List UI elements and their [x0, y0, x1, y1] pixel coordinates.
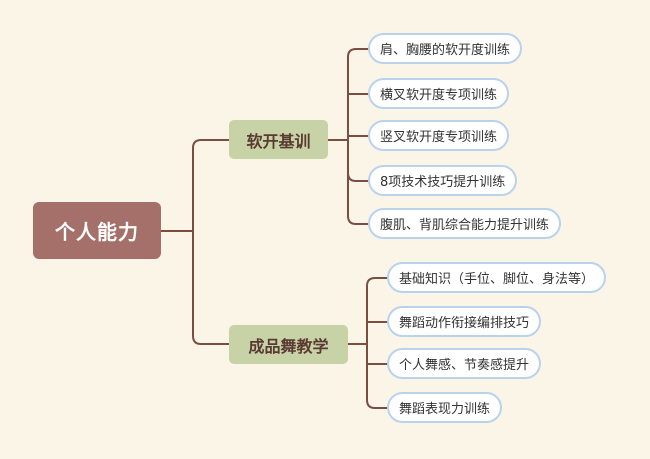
- leaf-node-expressiveness: 舞蹈表现力训练: [387, 392, 503, 423]
- branch-node-soft-training: 软开基训: [229, 120, 328, 159]
- root-node: 个人能力: [33, 202, 161, 259]
- branch-2-connector: [347, 277, 388, 409]
- root-to-branch-connector: [160, 139, 230, 345]
- leaf-node-rhythm-feel: 个人舞感、节奏感提升: [387, 348, 542, 379]
- leaf-node-front-split: 竖叉软开度专项训练: [368, 120, 510, 151]
- leaf-node-core-strength: 腹肌、背肌综合能力提升训练: [368, 208, 562, 239]
- branch-1-connector: [327, 48, 369, 225]
- leaf-node-side-split: 横叉软开度专项训练: [368, 78, 510, 109]
- leaf-node-eight-skills: 8项技术技巧提升训练: [368, 165, 518, 196]
- leaf-node-shoulder-chest-waist: 肩、胸腰的软开度训练: [368, 33, 523, 64]
- leaf-node-choreography-transitions: 舞蹈动作衔接编排技巧: [387, 306, 542, 337]
- leaf-node-basic-knowledge: 基础知识（手位、脚位、身法等）: [387, 262, 607, 293]
- branch-node-dance-teaching: 成品舞教学: [229, 325, 348, 364]
